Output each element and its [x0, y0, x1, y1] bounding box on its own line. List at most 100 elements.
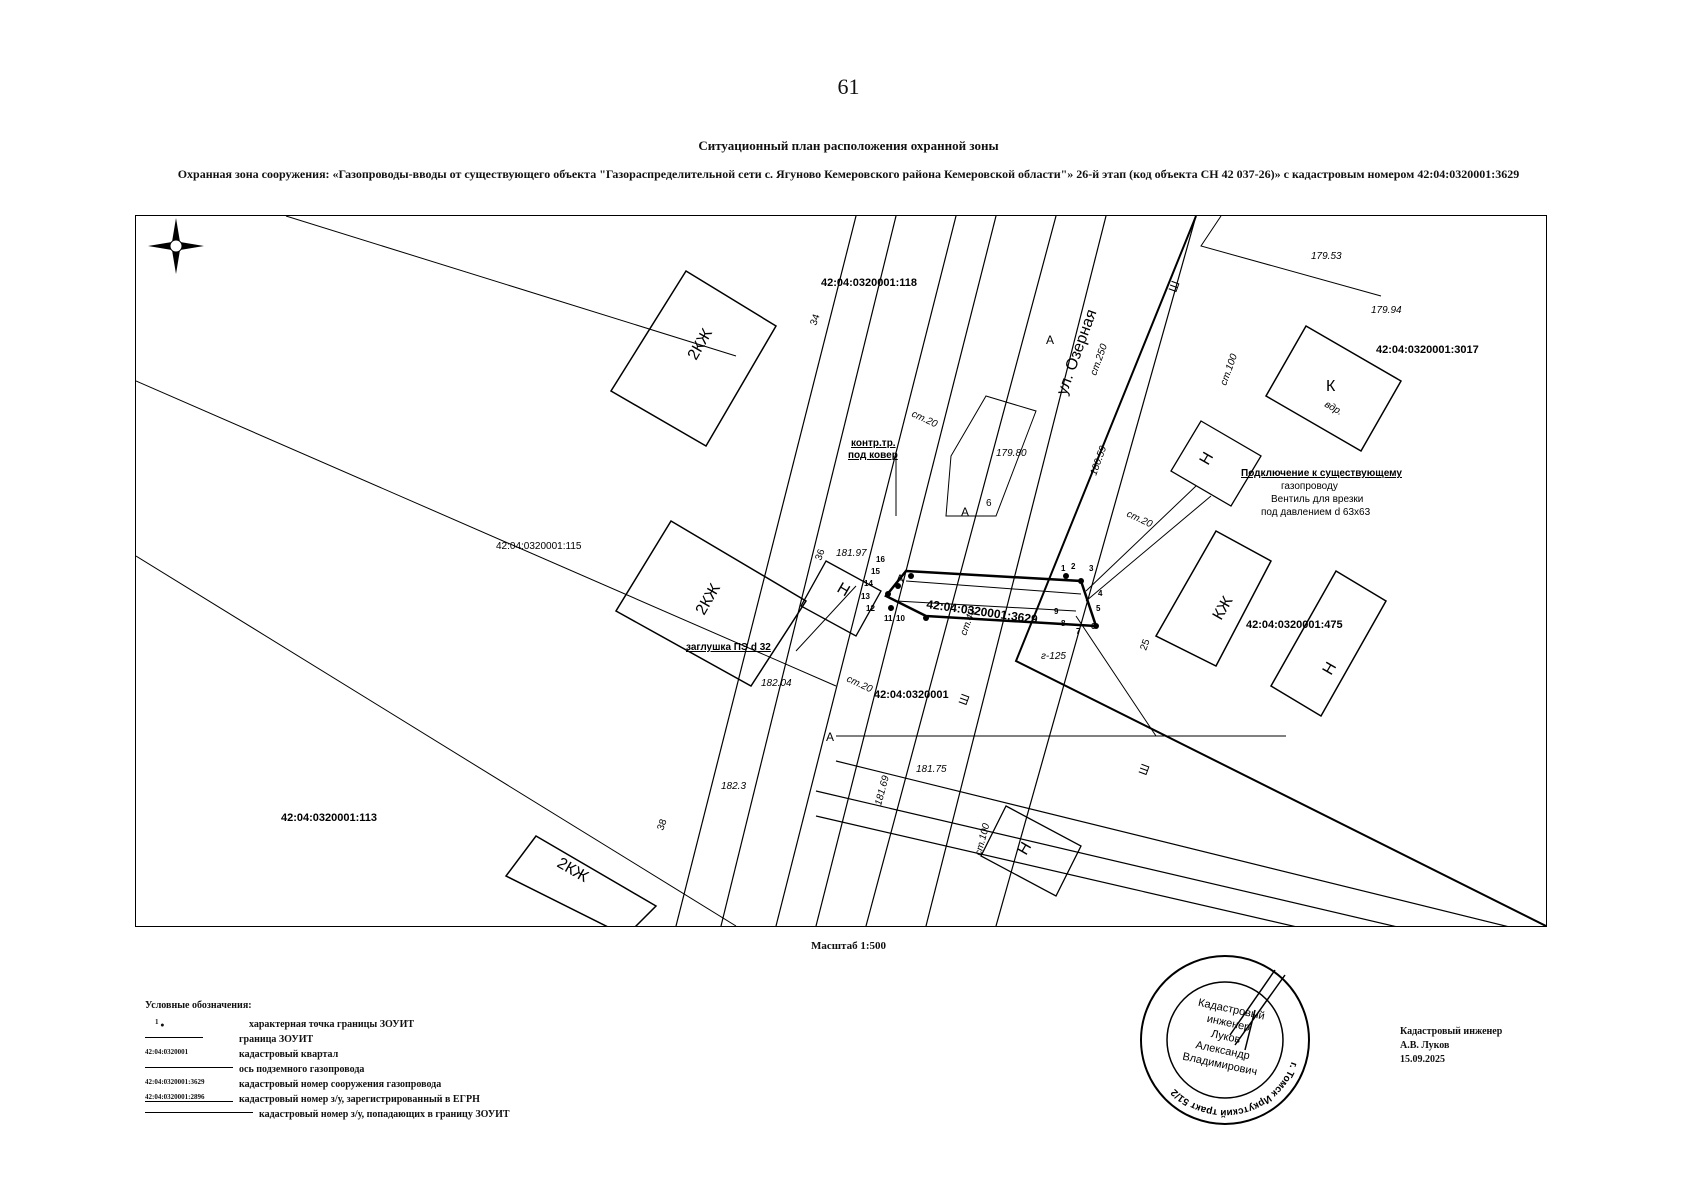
- legend: Условные обозначения: 1 ● характерная то…: [145, 1000, 665, 1122]
- point-label-12: 12: [866, 604, 875, 613]
- point-label-10: 10: [896, 614, 905, 623]
- legend-item: ось подземного газопровода: [145, 1062, 665, 1077]
- quarter-symbol: 42:04:0320001: [145, 1047, 189, 1056]
- label-sh2: Ш: [956, 692, 973, 707]
- cadastral-quarter-label: 42:04:0320001: [874, 689, 949, 701]
- control-tube-note-1: контр.тр.: [851, 438, 896, 449]
- engineer-seal: г. Томск Иркутский тракт 51/2 Кадастровы…: [1135, 950, 1315, 1130]
- object-cadastral-label: 42:04:0320001:3629: [926, 597, 1039, 627]
- building-label-2: 2КЖ: [693, 581, 724, 618]
- label-a1: А: [1046, 333, 1054, 347]
- legend-item-text: кадастровый номер з/у, зарегистрированны…: [239, 1094, 480, 1105]
- label-st100a: ст.100: [1218, 352, 1240, 387]
- plug-note: заглушка ПЭ d 32: [686, 642, 771, 653]
- building-label-3: 2КЖ: [554, 855, 591, 886]
- street-name: ул. Озерная: [1054, 307, 1101, 397]
- point-label-11: 11: [884, 614, 893, 623]
- legend-item-text: кадастровый номер сооружения газопровода: [239, 1079, 442, 1090]
- point-label-15: 15: [871, 567, 880, 576]
- building-label-1: 2КЖ: [685, 326, 716, 363]
- point-label-2: 2: [1071, 562, 1076, 571]
- point-label-9: 9: [1054, 607, 1059, 616]
- elevation-2: 179.94: [1371, 305, 1402, 316]
- point-label-13: 13: [861, 592, 870, 601]
- label-st250: ст.250: [1088, 342, 1110, 377]
- non-residential-label-4: Н: [1015, 839, 1036, 858]
- legend-item-text: граница ЗОУИТ: [239, 1034, 314, 1045]
- north-arrow-icon: [148, 218, 204, 274]
- label-a3: А: [896, 572, 904, 586]
- structure-number-symbol: 42:04:0320001:3629: [145, 1077, 205, 1086]
- legend-item: 42:04:0320001:2896 кадастровый номер з/у…: [145, 1092, 665, 1107]
- signature-name: А.В. Луков: [1400, 1040, 1450, 1051]
- control-tube-note-2: под ковер: [848, 450, 898, 461]
- legend-item-text: кадастровый номер з/у, попадающих в гран…: [259, 1109, 510, 1120]
- label-a4: А: [826, 730, 834, 744]
- cadastral-label-3017: 42:04:0320001:3017: [1376, 344, 1479, 356]
- connection-note-1: Подключение к существующему: [1241, 468, 1402, 479]
- elevation-7: 181.75: [916, 764, 947, 775]
- building-label-5: К: [1326, 378, 1336, 395]
- legend-title: Условные обозначения:: [145, 1000, 252, 1011]
- label-st20b: ст.20: [1125, 509, 1155, 531]
- label-six: 6: [986, 498, 992, 509]
- elevation-4: 180.59: [1088, 444, 1109, 477]
- connection-note-2: газопроводу: [1281, 481, 1338, 492]
- situation-map: 42:04:0320001:118 42:04:0320001:3017 42:…: [135, 215, 1547, 927]
- elevation-1: 179.53: [1311, 251, 1342, 262]
- dim-34: 34: [808, 312, 822, 327]
- legend-item-text: характерная точка границы ЗОУИТ: [249, 1019, 415, 1030]
- label-st20c: ст.20: [845, 674, 875, 696]
- legend-item: кадастровый номер з/у, попадающих в гран…: [145, 1107, 665, 1122]
- point-label-3: 3: [1089, 564, 1094, 573]
- label-g125: г-125: [1041, 651, 1066, 662]
- non-residential-label-3: Н: [1320, 659, 1341, 678]
- cadastral-label-113: 42:04:0320001:113: [281, 812, 377, 824]
- point-label-7: 7: [1076, 627, 1081, 636]
- registered-plot-symbol: 42:04:0320001:2896: [145, 1093, 233, 1104]
- point-label-1: 1: [1061, 564, 1066, 573]
- elevation-6: 182.04: [761, 678, 792, 689]
- plan-title: Ситуационный план расположения охранной …: [698, 138, 999, 153]
- non-residential-label-1: Н: [834, 580, 853, 601]
- label-a2: А: [961, 505, 969, 519]
- signature-date: 15.09.2025: [1400, 1054, 1445, 1065]
- point-label-6: 6: [1091, 622, 1096, 631]
- dim-36: 36: [813, 547, 827, 562]
- connection-note-3: Вентиль для врезки: [1271, 494, 1363, 505]
- map-scale: Масштаб 1:500: [810, 940, 886, 952]
- cadastral-label-115: 42:04:0320001:115: [496, 541, 582, 552]
- label-sh1: Ш: [1166, 279, 1183, 294]
- point-label-14: 14: [864, 579, 873, 588]
- boundary-point-symbol: 1 ●: [155, 1017, 165, 1029]
- cadastral-label-475: 42:04:0320001:475: [1246, 619, 1343, 631]
- signature-role: Кадастровый инженер: [1400, 1026, 1503, 1037]
- building-label-4: КЖ: [1210, 593, 1237, 623]
- legend-item: граница ЗОУИТ: [145, 1032, 665, 1047]
- engineer-signature-block: Кадастровый инженер А.В. Луков 15.09.202…: [1400, 1025, 1502, 1067]
- cadastral-label-118: 42:04:0320001:118: [821, 277, 917, 289]
- point-label-4: 4: [1098, 589, 1103, 598]
- building-sublabel-5: вдр.: [1323, 399, 1345, 418]
- connection-note-4: под давлением d 63х63: [1261, 507, 1371, 518]
- map-drawing: 42:04:0320001:118 42:04:0320001:3017 42:…: [136, 216, 1546, 926]
- dim-25: 25: [1138, 637, 1152, 652]
- legend-item-text: кадастровый квартал: [239, 1049, 339, 1060]
- legend-item: 42:04:0320001:3629 кадастровый номер соо…: [145, 1077, 665, 1092]
- legend-item-text: ось подземного газопровода: [239, 1064, 365, 1075]
- point-label-8: 8: [1061, 619, 1066, 628]
- label-sh3: Ш: [1136, 762, 1153, 777]
- elevation-5: 181.97: [836, 548, 867, 559]
- dim-38: 38: [655, 817, 669, 832]
- signature-strokes: [1229, 969, 1286, 1051]
- point-label-16: 16: [876, 555, 885, 564]
- elevation-3: 179.80: [996, 448, 1027, 459]
- legend-item: 1 ● характерная точка границы ЗОУИТ: [145, 1017, 665, 1032]
- non-residential-label-2: Н: [1197, 449, 1218, 468]
- elevation-9: 181.69: [873, 774, 892, 807]
- plan-subtitle: Охранная зона сооружения: «Газопроводы-в…: [177, 167, 1520, 181]
- page-number: 61: [837, 74, 860, 99]
- elevation-8: 182.3: [721, 781, 746, 792]
- legend-item: 42:04:0320001 кадастровый квартал: [145, 1047, 665, 1062]
- label-st20a: ст.20: [910, 409, 940, 431]
